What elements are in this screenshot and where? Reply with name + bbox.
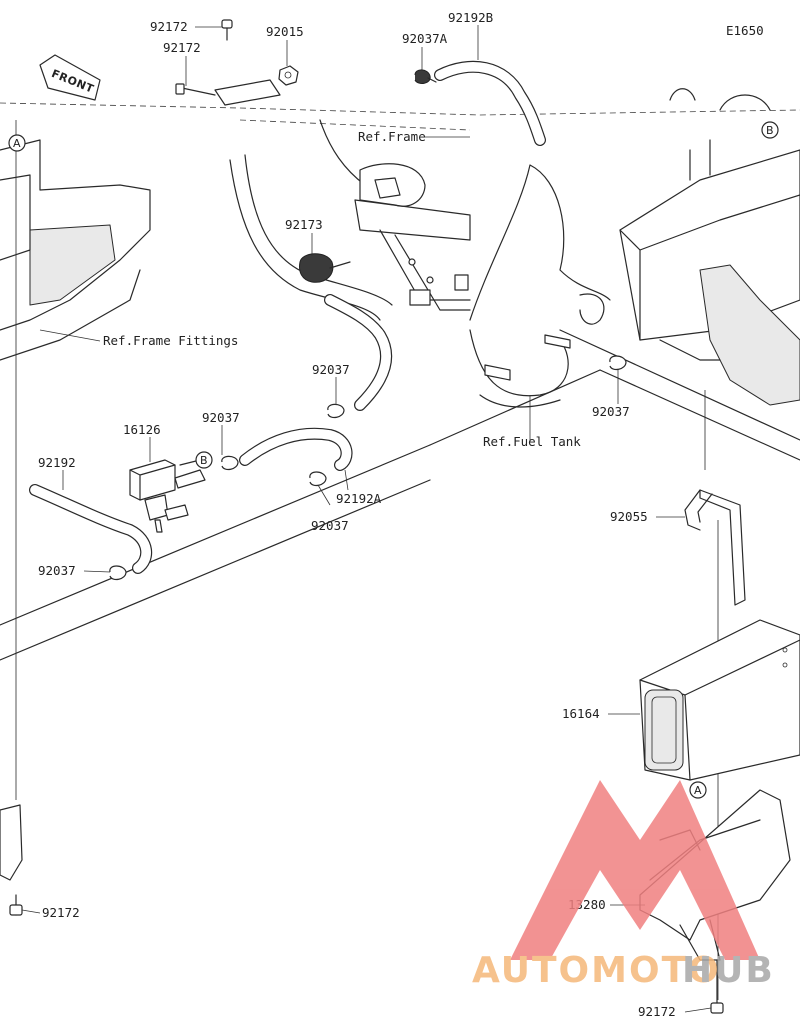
ref-frame: Ref.Frame bbox=[358, 129, 426, 144]
bolt-92172 bbox=[175, 79, 281, 106]
label-92173: 92173 bbox=[285, 217, 323, 232]
watermark-text-orange: AUTOMOTO bbox=[472, 950, 721, 991]
callout-a-right bbox=[689, 781, 707, 799]
tank-bolts bbox=[484, 334, 571, 381]
label-92172-bottom: 92172 bbox=[638, 1004, 676, 1019]
callout-b-right bbox=[761, 121, 779, 139]
fuel-tank-outline bbox=[469, 164, 611, 408]
callout-b-valve-label: B bbox=[200, 454, 208, 467]
left-bracket bbox=[0, 804, 23, 916]
watermark-logo-triangle bbox=[510, 780, 760, 960]
ref-fuel-tank: Ref.Fuel Tank bbox=[483, 434, 581, 449]
part-labels: E1650 92172 92172 92015 92037A 92192B 92… bbox=[38, 10, 764, 1019]
battery-box bbox=[619, 88, 800, 406]
clip-92037-left bbox=[109, 565, 127, 581]
label-92192a: 92192A bbox=[336, 491, 382, 506]
label-92172-top: 92172 bbox=[150, 19, 188, 34]
callout-b-valve bbox=[195, 451, 213, 469]
nut-92015 bbox=[278, 65, 299, 86]
leader-lines bbox=[21, 25, 712, 1013]
clip-92037-center bbox=[327, 403, 345, 419]
label-92015: 92015 bbox=[266, 24, 304, 39]
label-16126: 16126 bbox=[123, 422, 161, 437]
label-92192: 92192 bbox=[38, 455, 76, 470]
frame-bracket bbox=[354, 163, 471, 311]
clip-92037-valve bbox=[221, 455, 239, 471]
label-92172-bolt: 92172 bbox=[163, 40, 201, 55]
label-92037-hose: 92037 bbox=[312, 362, 350, 377]
label-16164: 16164 bbox=[562, 706, 600, 721]
label-92037-left: 92037 bbox=[38, 563, 76, 578]
callout-b-right-label: B bbox=[766, 124, 774, 137]
valve-16126 bbox=[129, 459, 206, 533]
label-92192b: 92192B bbox=[448, 10, 493, 25]
label-92037-tank: 92037 bbox=[592, 404, 630, 419]
callout-a-left bbox=[8, 134, 26, 152]
diagram-code: E1650 bbox=[726, 23, 764, 38]
label-92037-a: 92037 bbox=[311, 518, 349, 533]
label-92037-valve: 92037 bbox=[202, 410, 240, 425]
canister-16164 bbox=[639, 619, 800, 781]
hoses bbox=[29, 60, 546, 574]
label-92037a: 92037A bbox=[402, 31, 448, 46]
label-92055: 92055 bbox=[610, 509, 648, 524]
callout-circles: A B B A bbox=[8, 121, 779, 799]
bolt-92172-bottom bbox=[710, 959, 724, 1014]
automotohub-watermark: AUTOMOTO HUB bbox=[472, 780, 775, 991]
screw-92172-top bbox=[221, 19, 233, 41]
band-92055 bbox=[684, 489, 746, 606]
clip-92037-tank bbox=[609, 355, 627, 371]
watermark-text-grey: HUB bbox=[682, 950, 775, 991]
clip-92037-a bbox=[309, 471, 327, 487]
callout-a-left-label: A bbox=[13, 137, 21, 150]
ref-frame-fittings: Ref.Frame Fittings bbox=[103, 333, 238, 348]
callout-a-right-label: A bbox=[694, 784, 702, 797]
damper-92173 bbox=[299, 253, 351, 283]
label-92172-left: 92172 bbox=[42, 905, 80, 920]
clip-92037a bbox=[414, 69, 437, 84]
front-direction-arrow: FRONT bbox=[39, 54, 101, 101]
